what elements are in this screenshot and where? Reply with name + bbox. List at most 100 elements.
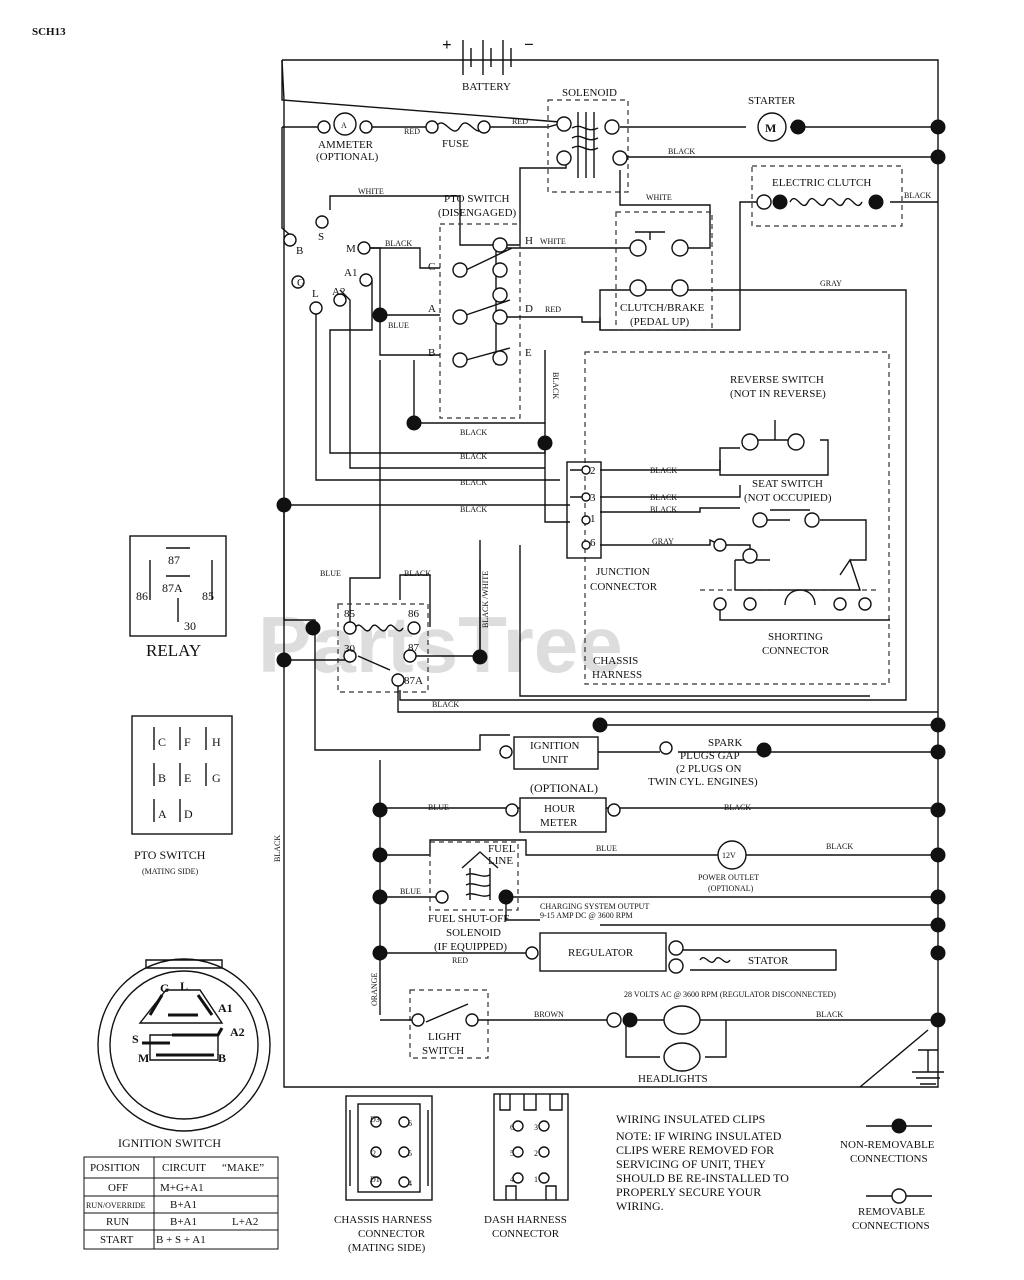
light-label: LIGHT [428,1031,461,1043]
svg-text:5: 5 [510,1149,514,1158]
svg-text:BLACK: BLACK [460,452,487,461]
svg-text:D: D [525,303,533,315]
svg-text:3: 3 [590,492,596,504]
svg-text:C: C [158,735,166,749]
svg-text:BLACK: BLACK [385,239,412,248]
svg-text:BLACK: BLACK [650,493,677,502]
junction-connector: CONNECTOR [590,581,658,593]
shorting-label: SHORTING [768,631,823,643]
svg-text:F: F [184,735,191,749]
svg-text:85: 85 [202,589,214,603]
svg-text:(MATING SIDE): (MATING SIDE) [348,1242,426,1254]
power-outlet-optional: (OPTIONAL) [708,884,754,893]
svg-text:L+A2: L+A2 [232,1216,258,1228]
svg-text:CIRCUIT: CIRCUIT [162,1162,206,1174]
svg-text:BLUE: BLUE [388,321,409,330]
clutch-brake-label: CLUTCH/BRAKE [620,302,705,314]
svg-text:BLACK: BLACK [650,466,677,475]
svg-text:A2: A2 [332,286,345,298]
svg-text:B + S + A1: B + S + A1 [156,1234,206,1246]
chassis-label: CHASSIS [593,655,638,667]
svg-text:E: E [184,771,191,785]
svg-text:BLACK: BLACK [460,505,487,514]
fuel-shutoff-label: FUEL SHUT-OFF [428,913,509,925]
svg-text:C: C [428,261,435,273]
svg-text:G: G [160,981,169,995]
svg-text:CHASSIS HARNESS: CHASSIS HARNESS [334,1214,432,1226]
relay-inset: 87 86 87A 85 30 RELAY [129,535,227,660]
svg-text:GRAY: GRAY [652,537,674,546]
svg-text:H: H [525,235,533,247]
svg-text:BLACK: BLACK [460,428,487,437]
svg-text:RED: RED [545,305,561,314]
pto-inset-title: PTO SWITCH [134,848,206,862]
watermark: PartsTree [258,600,623,689]
ignition-switch-title: IGNITION SWITCH [118,1136,221,1150]
dash-harness-connector: 6 3 5 2 4 1 DASH HARNESS CONNECTOR [484,1093,569,1240]
relay-title: RELAY [146,641,201,660]
svg-text:BLACK: BLACK [273,835,282,862]
svg-text:B+A1: B+A1 [170,1199,197,1211]
hour-optional: (OPTIONAL) [530,781,598,795]
electric-clutch-label: ELECTRIC CLUTCH [772,177,871,189]
power-outlet-label: POWER OUTLET [698,873,759,882]
fuel-line-2: LINE [488,855,513,867]
svg-text:BLUE: BLUE [400,887,421,896]
spark-label-4: TWIN CYL. ENGINES) [648,776,758,788]
svg-text:G: G [297,277,305,289]
svg-text:G: G [212,771,221,785]
svg-text:BLACK: BLACK [724,803,751,812]
svg-text:85: 85 [344,608,356,620]
svg-text:3: 3 [534,1123,538,1132]
svg-text:SHOULD BE RE-INSTALLED TO: SHOULD BE RE-INSTALLED TO [616,1171,789,1185]
svg-text:BLACK: BLACK [816,1010,843,1019]
svg-text:WIRING.: WIRING. [616,1199,664,1213]
clutch-brake-state: (PEDAL UP) [630,316,690,328]
svg-text:4: 4 [408,1179,412,1188]
svg-text:GRAY: GRAY [820,279,842,288]
svg-text:1: 1 [590,513,596,525]
svg-text:H: H [212,735,221,749]
chassis-harness: HARNESS [592,669,642,681]
terminal-labels: S B M A1 G L A2 C H A D B E 2 3 1 6 85 8… [296,231,596,687]
wiring-note: WIRING INSULATED CLIPS NOTE: IF WIRING I… [616,1112,789,1213]
svg-text:BLACK: BLACK [432,700,459,709]
svg-text:BLACK: BLACK [826,842,853,851]
svg-text:ORANGE: ORANGE [370,973,379,1006]
svg-text:A: A [158,807,167,821]
svg-text:PROPERLY SECURE YOUR: PROPERLY SECURE YOUR [616,1185,761,1199]
svg-text:S: S [318,231,324,243]
svg-text:B: B [158,771,166,785]
svg-text:CONNECTOR: CONNECTOR [358,1228,426,1240]
svg-text:2: 2 [534,1149,538,1158]
svg-text:OFF: OFF [108,1182,128,1194]
svg-text:87: 87 [408,642,420,654]
svg-text:“MAKE”: “MAKE” [222,1162,264,1174]
svg-text:5: 5 [408,1149,412,1158]
junction-label: JUNCTION [596,566,650,578]
svg-text:S: S [132,1032,139,1046]
svg-text:2: 2 [372,1149,376,1158]
svg-text:POSITION: POSITION [90,1162,140,1174]
regulator-label: REGULATOR [568,947,634,959]
reverse-switch-label: REVERSE SWITCH [730,374,824,386]
solenoid-label: SOLENOID [562,87,617,99]
component-labels: + − BATTERY SOLENOID STARTER M A AMMETER… [316,35,871,1085]
svg-text:REMOVABLE: REMOVABLE [858,1206,925,1218]
ammeter-label: AMMETER [318,139,374,151]
legend: NON-REMOVABLE CONNECTIONS REMOVABLE CONN… [840,1118,935,1232]
fuel-line-1: FUEL [488,843,516,855]
svg-text:B: B [428,347,435,359]
pto-inset-subtitle: (MATING SIDE) [142,867,199,876]
pto-switch-state: (DISENGAGED) [438,207,517,219]
svg-text:NON-REMOVABLE: NON-REMOVABLE [840,1139,935,1151]
svg-text:B: B [296,245,303,257]
outlet-symbol: 12V [722,851,736,860]
svg-text:87A: 87A [404,675,423,687]
svg-text:30: 30 [344,643,356,655]
page-code: SCH13 [32,26,66,38]
chassis-harness-connector: D3 6 2 5 D1 4 CHASSIS HARNESS CONNECTOR … [334,1095,433,1254]
ignition-unit-label: IGNITION [530,740,580,752]
svg-text:L: L [180,979,188,993]
